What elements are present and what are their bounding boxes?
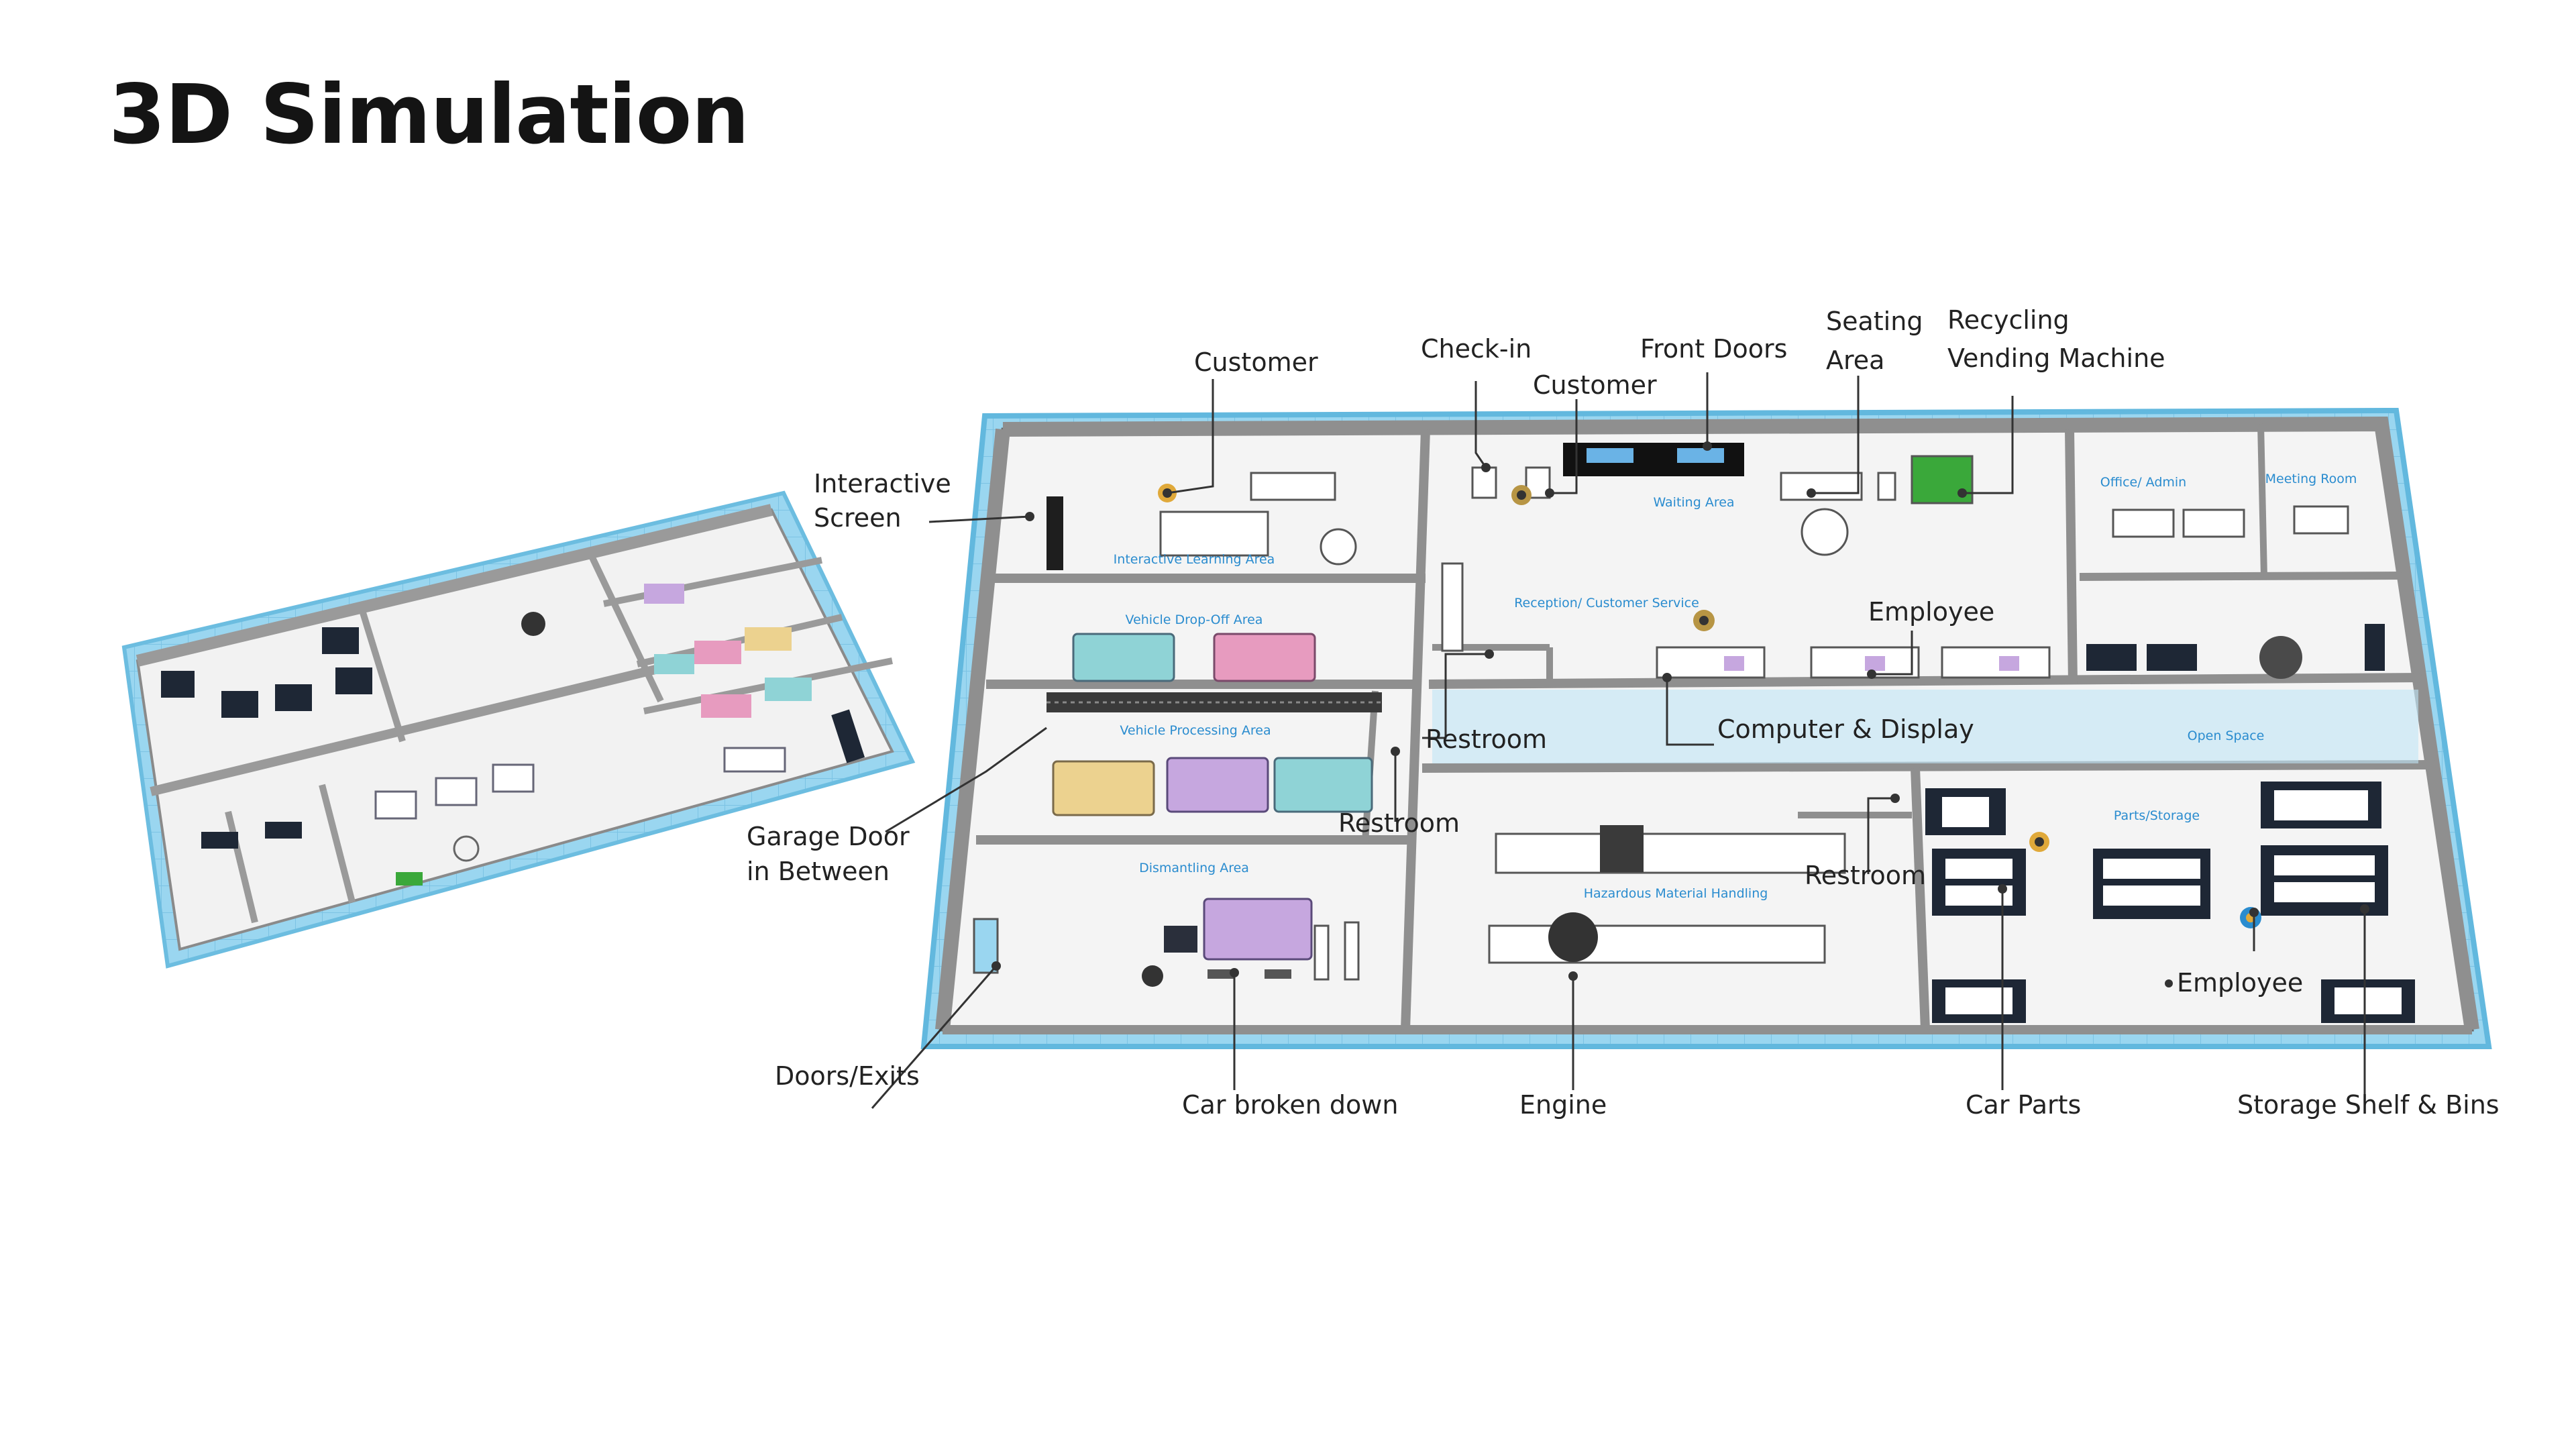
callout-restroom-2: Restroom <box>1338 808 1460 838</box>
callout-computer-display: Computer & Display <box>1717 714 1974 744</box>
page-title: 3D Simulation <box>109 67 749 162</box>
zone-dismantling: Dismantling Area <box>1139 861 1249 875</box>
zone-office-admin: Office/ Admin <box>2100 475 2186 490</box>
zone-hazardous: Hazardous Material Handling <box>1584 886 1768 901</box>
callout-restroom-1: Restroom <box>1426 724 1547 754</box>
callout-restroom-3: Restroom <box>1805 861 1926 890</box>
main-floorplan <box>920 407 2492 1049</box>
zone-vehicle-processing: Vehicle Processing Area <box>1120 723 1271 738</box>
zone-parts-storage: Parts/Storage <box>2114 808 2200 823</box>
callout-employee-top: Employee <box>1868 597 1994 627</box>
zone-open-space: Open Space <box>2188 729 2265 743</box>
callout-storage-shelf: Storage Shelf & Bins <box>2237 1090 2500 1120</box>
callout-doors-exits: Doors/Exits <box>775 1061 920 1091</box>
callout-lines <box>871 372 2366 1109</box>
callout-front-doors: Front Doors <box>1640 334 1787 364</box>
callout-customer-mid: Customer <box>1533 370 1657 400</box>
callout-employee-right: Employee <box>2177 968 2303 998</box>
zone-labels: Interactive Learning Area Vehicle Drop-O… <box>1114 472 2357 901</box>
callout-check-in: Check-in <box>1421 334 1532 364</box>
zone-interactive-learning: Interactive Learning Area <box>1114 552 1275 567</box>
callout-car-parts: Car Parts <box>1966 1090 2081 1120</box>
iso-building-view <box>121 490 916 969</box>
zone-vehicle-dropoff: Vehicle Drop-Off Area <box>1126 612 1263 627</box>
interactive-screen <box>1046 496 1063 570</box>
callout-engine: Engine <box>1519 1090 1607 1120</box>
callout-labels: Customer Check-in Customer Front Doors S… <box>747 305 2500 1120</box>
person-customer-2 <box>1511 485 1532 505</box>
zone-reception: Reception/ Customer Service <box>1514 596 1699 610</box>
person-employee-2 <box>2029 832 2049 852</box>
callout-dots <box>991 441 2369 987</box>
garage-door <box>1046 692 1382 712</box>
person-employee-1 <box>1693 610 1715 631</box>
engine-object <box>1548 912 1598 962</box>
callout-customer-left: Customer <box>1194 347 1318 377</box>
callout-car-broken: Car broken down <box>1182 1090 1398 1120</box>
zone-meeting-room: Meeting Room <box>2265 472 2357 486</box>
zone-waiting: Waiting Area <box>1653 495 1734 510</box>
